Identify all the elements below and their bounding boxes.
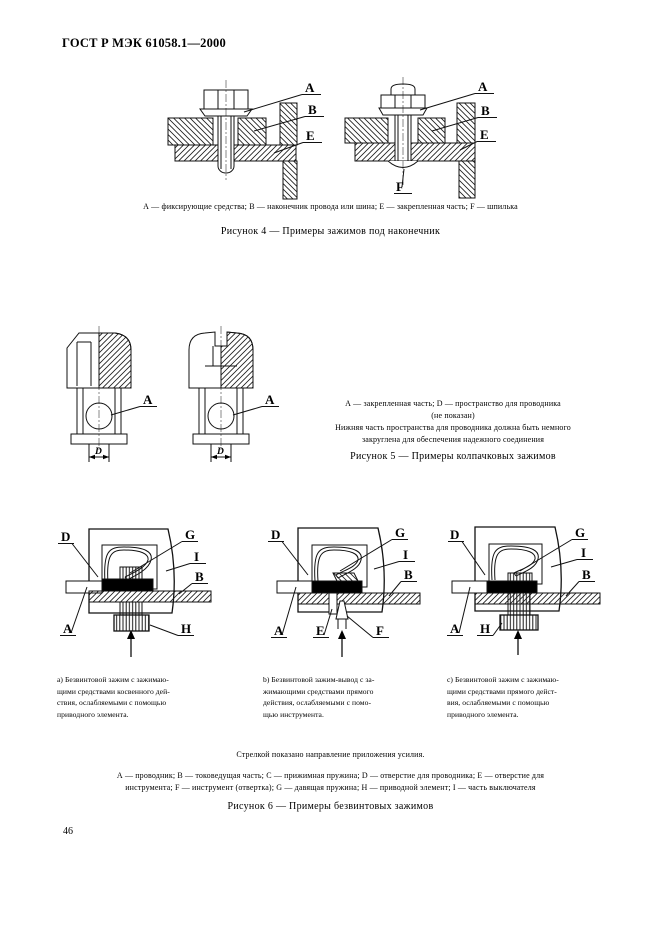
label-a: A xyxy=(63,621,73,636)
clamp-block xyxy=(311,580,363,594)
bolt xyxy=(199,80,253,180)
current-bar xyxy=(474,592,601,605)
figure6-arrow-note: Стрелкой показано направление приложения… xyxy=(236,750,425,759)
clamp-plates xyxy=(344,102,476,199)
dimension-d xyxy=(210,444,232,462)
pressure-spring xyxy=(491,545,539,581)
pressure-piece xyxy=(332,572,359,582)
leader-lines xyxy=(243,94,324,154)
label-d: D xyxy=(271,527,280,542)
actuator-pusher xyxy=(507,572,533,582)
screwdriver xyxy=(335,600,349,620)
figure6-drawing-a: D G I B A H xyxy=(58,527,212,657)
figure6-subcaption-a: а) Безвинтовой зажим с зажимаю- щими сре… xyxy=(57,675,170,719)
pressure-spring xyxy=(314,546,362,582)
page-number: 46 xyxy=(63,826,73,837)
label-i: I xyxy=(403,547,408,562)
label-g: G xyxy=(395,525,405,540)
label-b: B xyxy=(308,102,317,117)
label-b: B xyxy=(195,569,204,584)
clamp-plates xyxy=(167,102,298,200)
label-d: D xyxy=(61,529,70,544)
stud-and-nut xyxy=(378,77,428,183)
figure5-legend-line1: А — закрепленная часть; D — пространство… xyxy=(345,399,561,408)
pressure-spring xyxy=(104,546,152,584)
figure5-drawing-left: A D xyxy=(66,326,157,462)
label-a: A xyxy=(274,623,284,638)
clamp-block xyxy=(486,580,538,594)
label-a: A xyxy=(305,80,315,95)
actuator-element xyxy=(499,614,539,631)
label-e: E xyxy=(306,128,315,143)
actuator-stem xyxy=(507,592,531,616)
figure5-drawing-right: A D xyxy=(188,326,279,462)
leader-lines xyxy=(268,539,417,638)
figure5-legend: А — закрепленная часть; D — пространство… xyxy=(288,398,618,446)
figure4-drawing-left: A B E xyxy=(167,80,324,200)
label-f: F xyxy=(376,623,384,638)
label-g: G xyxy=(185,527,195,542)
document-title: ГОСТ Р МЭК 61058.1—2000 xyxy=(62,36,226,50)
label-e: E xyxy=(480,127,489,142)
leader-lines xyxy=(447,539,595,636)
leader-lines xyxy=(110,406,157,416)
label-a: A xyxy=(450,621,460,636)
tool-opening xyxy=(328,592,338,615)
dimension-d xyxy=(88,444,110,462)
label-a: A xyxy=(478,79,488,94)
label-b: B xyxy=(481,103,490,118)
figure5-legend-line2: (не показан) xyxy=(431,411,475,420)
label-g: G xyxy=(575,525,585,540)
conductor xyxy=(65,580,103,594)
label-i: I xyxy=(194,549,199,564)
figure5-caption: Рисунок 5 — Примеры колпачковых зажимов xyxy=(350,451,556,462)
figure4-legend: А — фиксирующие средства; В — наконечник… xyxy=(143,202,518,211)
label-i: I xyxy=(581,545,586,560)
leader-lines xyxy=(58,541,208,636)
figure6-drawing-c: D G I B A H xyxy=(447,525,601,655)
figure6-legend: А — проводник; В — токоведущая часть; С … xyxy=(116,771,545,793)
label-d-dimension: D xyxy=(216,447,224,457)
actuator-element xyxy=(113,614,150,632)
label-b: B xyxy=(404,567,413,582)
leader-lines xyxy=(394,93,497,194)
leader-lines xyxy=(232,406,279,416)
current-bar xyxy=(297,592,421,605)
figure6-drawing-b: D G I B A E F xyxy=(268,525,421,657)
label-a: A xyxy=(143,392,153,407)
label-h: H xyxy=(480,621,490,636)
label-d: D xyxy=(450,527,459,542)
figure5-note-line1: Нижняя часть пространства для проводника… xyxy=(335,423,571,432)
label-f: F xyxy=(396,179,404,194)
figure6-caption: Рисунок 6 — Примеры безвинтовых зажимов xyxy=(227,801,434,812)
figure5-note-line2: закруглена для обеспечения надежного сое… xyxy=(361,435,545,444)
label-a: A xyxy=(265,392,275,407)
figure4-caption: Рисунок 4 — Примеры зажимов под наконечн… xyxy=(220,226,441,237)
label-d-dimension: D xyxy=(94,447,102,457)
label-e: E xyxy=(316,623,325,638)
figure6-subcaption-c: с) Безвинтовой зажим с зажимаю- щими сре… xyxy=(447,675,559,719)
figure6-subcaption-b: b) Безвинтовой зажим-вывод с за- жимающи… xyxy=(263,675,375,719)
label-h: H xyxy=(181,621,191,636)
clamp-block xyxy=(101,578,154,592)
current-bar xyxy=(88,590,212,603)
actuator-stem xyxy=(119,601,143,616)
label-b: B xyxy=(582,567,591,582)
figure4-drawing-right: A B E F xyxy=(344,77,497,199)
clamp-body xyxy=(70,326,128,452)
actuator-pusher xyxy=(119,566,143,580)
